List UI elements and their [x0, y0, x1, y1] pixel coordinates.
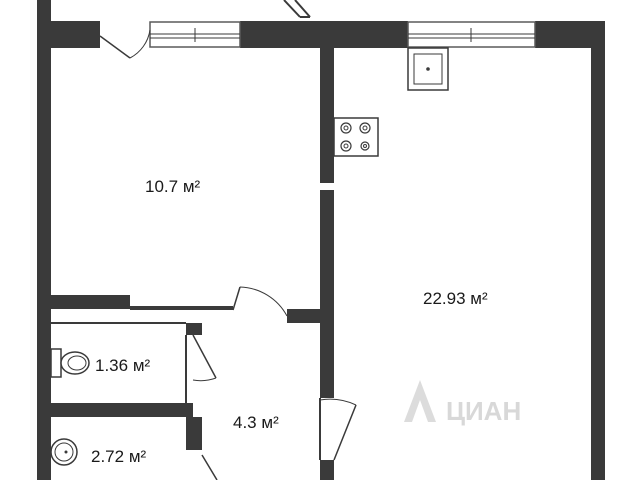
walls: [37, 0, 605, 480]
washbasin-icon: [50, 438, 78, 466]
stove-icon: [333, 117, 379, 157]
wall-pier: [186, 323, 202, 335]
wall-top-left: [37, 21, 100, 48]
wall-left-outer: [37, 0, 51, 480]
balcony-rail: [283, 0, 311, 18]
room-label-hall: 4.3 м²: [233, 413, 279, 432]
room-label-bathroom: 2.72 м²: [91, 447, 147, 466]
room-label-room: 10.7 м²: [145, 177, 201, 196]
door-room: [232, 286, 288, 317]
wall-partition-vertical-lower: [320, 190, 334, 398]
wall-toilet-bath: [37, 403, 193, 417]
room-label-toilet: 1.36 м²: [95, 356, 151, 375]
room-unit: м²: [261, 413, 279, 432]
room-labels: 10.7 м² 22.93 м² 1.36 м² 4.3 м² 2.72 м²: [91, 177, 488, 466]
wall-room-bottom-left: [37, 295, 130, 309]
room-unit: м²: [129, 447, 147, 466]
room-unit: м²: [470, 289, 488, 308]
door-balcony: [99, 29, 151, 59]
window-kitchen: [407, 21, 536, 48]
door-bathroom: [201, 454, 218, 480]
wall-bath-right: [186, 417, 202, 450]
window-room: [149, 21, 241, 48]
door-toilet: [192, 334, 217, 382]
watermark-logo-icon: [404, 380, 436, 422]
room-label-kitchen-living: 22.93 м²: [423, 289, 488, 308]
room-area: 2.72: [91, 447, 124, 466]
room-area: 22.93: [423, 289, 466, 308]
wall-partition-vertical-bottom: [320, 460, 334, 480]
wall-room-bottom-right: [287, 309, 334, 323]
room-area: 1.36: [95, 356, 128, 375]
wall-partition-vertical: [320, 48, 334, 183]
room-area: 10.7: [145, 177, 178, 196]
watermark-text: ЦИАН: [446, 396, 521, 426]
toilet-icon: [50, 348, 90, 378]
windows: [149, 21, 536, 48]
sink-icon: [407, 47, 449, 91]
wall-top-middle: [240, 21, 408, 48]
thin-partitions: [51, 322, 321, 460]
room-unit: м²: [183, 177, 201, 196]
room-area: 4.3: [233, 413, 257, 432]
room-unit: м²: [133, 356, 151, 375]
wall-right-outer: [591, 21, 605, 480]
door-kitchen: [319, 398, 357, 461]
doors: [99, 0, 357, 480]
wall-room-bottom-thin: [130, 306, 233, 310]
watermark: ЦИАН: [404, 380, 521, 426]
